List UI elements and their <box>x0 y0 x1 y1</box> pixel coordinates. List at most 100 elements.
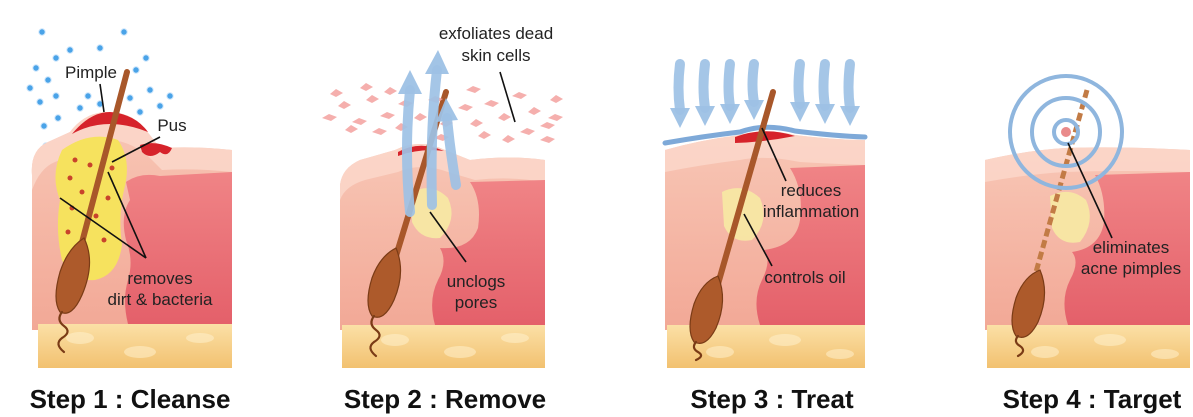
unclog-label-line2: pores <box>455 293 498 312</box>
arrow-head <box>720 104 740 124</box>
cleanser-droplet <box>76 104 84 112</box>
fat-cell <box>66 332 94 344</box>
pus-callout-line <box>111 136 161 163</box>
treatment-film <box>662 124 868 146</box>
arrow-head <box>815 104 835 124</box>
downward-arrows <box>670 59 860 128</box>
downward-arrow <box>843 59 855 113</box>
panel-cleanse: Pimple Pus removes dirt & bacteria Step … <box>26 28 232 414</box>
pimple-callout-line <box>99 83 105 113</box>
upward-arrow <box>402 85 415 217</box>
exfoliate-label-line2: skin cells <box>462 46 531 65</box>
arrow-head <box>436 98 458 122</box>
bacteria-dot <box>109 165 115 171</box>
bacteria-dot <box>101 237 107 243</box>
dead-skin-flake <box>512 92 527 99</box>
cleanser-droplet <box>66 46 74 54</box>
fat-cell <box>444 346 476 358</box>
cleanser-droplet <box>84 92 92 100</box>
exfoliate-label-line1: exfoliates dead <box>439 24 553 43</box>
cleanser-droplet <box>146 86 154 94</box>
pimple-label: Pimple <box>65 63 117 82</box>
bacteria-dot <box>65 229 71 235</box>
cleanser-droplet <box>32 64 40 72</box>
bacteria-dot <box>72 157 78 163</box>
skin-epidermis <box>665 131 865 172</box>
reduce-callout-line <box>761 127 787 182</box>
dead-skin-flake <box>384 87 397 95</box>
cleanse-label-line1: removes <box>127 269 192 288</box>
deep-dermis-block <box>432 180 545 325</box>
hair-bulb <box>1011 269 1046 338</box>
dead-skin-flake <box>540 136 555 143</box>
target-center <box>1061 127 1071 137</box>
hair-root <box>1014 334 1025 358</box>
cleanse-callout-line <box>59 197 147 259</box>
target-rings <box>1008 74 1124 190</box>
fat-cell <box>501 333 529 343</box>
reduce-label-line1: reduces <box>781 181 841 200</box>
dead-skin-flakes <box>322 83 563 143</box>
dead-skin-flake <box>498 113 511 121</box>
cleanser-droplet <box>126 94 134 102</box>
dead-skin-flake <box>372 128 387 135</box>
cleanse-callout-line <box>107 171 147 259</box>
bacteria-dot <box>93 213 99 219</box>
cleanse-label-line2: dirt & bacteria <box>108 290 213 309</box>
cleanser-droplet <box>142 54 150 62</box>
dead-skin-flake <box>466 86 481 93</box>
dead-skin-flake <box>330 89 343 97</box>
bacteria-dot <box>67 175 73 181</box>
cleanser-droplet <box>44 76 52 84</box>
dead-skin-flake <box>540 122 555 129</box>
arrow-head <box>695 106 715 126</box>
arrow-head <box>840 106 860 126</box>
dead-skin-flake <box>395 123 408 131</box>
arrow-head <box>670 108 690 128</box>
hair-root <box>369 314 381 358</box>
cleanser-droplet <box>38 28 46 36</box>
fat-cell <box>706 346 734 358</box>
fat-cell <box>381 334 409 346</box>
cleanser-droplet <box>52 54 60 62</box>
cleanser-droplet <box>52 92 60 100</box>
pimple-head <box>72 112 148 134</box>
step-1-title: Step 1 : Cleanse <box>30 384 231 414</box>
dead-skin-flake <box>478 131 491 139</box>
hair-root <box>57 310 69 354</box>
arrow-head <box>425 50 449 74</box>
dead-skin-flake <box>470 119 483 127</box>
eliminate-label-line1: eliminates <box>1093 238 1170 257</box>
panel-target: eliminates acne pimples Step 4 : Target <box>985 74 1190 414</box>
fat-cell <box>1151 349 1179 359</box>
skin-epidermis <box>985 147 1190 182</box>
cleanser-droplets <box>26 28 174 150</box>
cleanser-droplet <box>36 98 44 106</box>
dead-skin-flake <box>338 101 351 109</box>
hair-bulb <box>55 237 91 314</box>
deep-dermis-block <box>123 172 232 324</box>
downward-arrow <box>818 59 830 111</box>
exfoliate-callout-line <box>499 71 516 123</box>
cleanser-droplet <box>54 114 62 122</box>
fat-cell <box>1094 334 1126 346</box>
cleanser-droplet <box>120 28 128 36</box>
downward-arrow <box>723 59 735 111</box>
fat-cell <box>124 346 156 358</box>
dead-skin-flake <box>528 107 541 115</box>
fat-cell <box>769 334 801 346</box>
arrow-head <box>790 102 810 122</box>
target-ring-inner <box>1052 118 1080 146</box>
cleanser-droplet <box>132 66 140 74</box>
upward-arrows <box>398 50 461 217</box>
bacteria-dots <box>65 157 115 255</box>
panel-treat: reduces inflammation controls oil Step 3… <box>662 59 868 414</box>
fat-layer <box>342 325 545 368</box>
eliminate-callout-line <box>1067 142 1113 239</box>
dead-skin-flake <box>520 128 535 135</box>
upward-arrow <box>426 65 442 210</box>
dead-skin-flake <box>360 83 373 91</box>
cleanser-droplet <box>136 108 144 116</box>
